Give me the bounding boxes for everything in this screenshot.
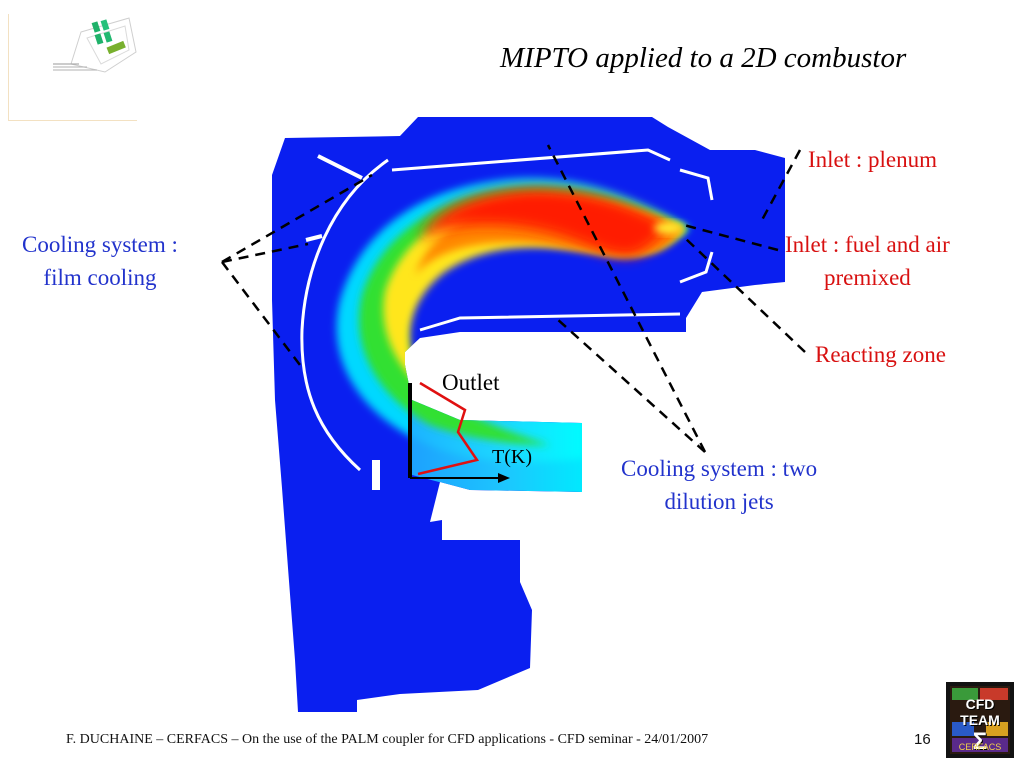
reacting-zone-core (420, 188, 670, 257)
label-film-cooling-line1: Cooling system : (22, 232, 178, 257)
label-dilution-jets: Cooling system : two dilution jets (621, 452, 817, 518)
cfd-team-logo: CFD TEAM Σ CERFACS (946, 682, 1014, 758)
label-inlet-fuel-air-line1: Inlet : fuel and air (785, 232, 950, 257)
label-inlet-fuel-air: Inlet : fuel and air premixed (785, 228, 950, 294)
label-reacting-zone: Reacting zone (815, 342, 946, 367)
thumbnail-frame (8, 14, 137, 121)
label-outlet: Outlet (442, 370, 500, 395)
temperature-profile-line (417, 381, 480, 476)
leader-dilution-upper (546, 144, 707, 453)
plenum-top-wall (679, 168, 714, 201)
leader-film-cooling-low (221, 261, 301, 366)
leader-reacting-zone (684, 237, 806, 353)
film-cooling-wall (300, 158, 389, 472)
label-inlet-plenum: Inlet : plenum (808, 147, 938, 172)
combustor-thumbnail-image (53, 17, 137, 73)
logo-graphic (950, 686, 1010, 754)
slot-left-top (317, 154, 363, 180)
slide-title: MIPTO applied to a 2D combustor (500, 42, 907, 74)
logo-sigma: Σ (972, 728, 988, 755)
leader-inlet-plenum (760, 149, 802, 221)
page-number: 16 (914, 731, 931, 748)
flame-anchor (654, 222, 682, 234)
label-inlet-fuel-air-line2: premixed (823, 265, 911, 290)
plenum-bottom-wall (679, 251, 714, 284)
temperature-axis-arrowhead (498, 473, 510, 483)
slot-left-mid (305, 234, 323, 242)
leader-film-cooling-top (221, 173, 373, 264)
label-film-cooling-line2: film cooling (43, 265, 157, 290)
logo-title: CFD TEAM Σ (948, 696, 1012, 756)
label-film-cooling: Cooling system : film cooling (22, 228, 178, 294)
logo-subtext: CERFACS (958, 742, 1002, 752)
footer-text: F. DUCHAINE – CERFACS – On the use of th… (66, 732, 709, 747)
lower-slot (372, 460, 380, 490)
dilution-wall (419, 312, 681, 332)
label-dilution-jets-line2: dilution jets (664, 489, 774, 514)
label-temperature-axis: T(K) (492, 446, 532, 468)
inner-liner-wall (391, 148, 671, 172)
label-dilution-jets-line1: Cooling system : two (621, 456, 818, 481)
leader-film-cooling-mid (221, 242, 309, 264)
logo-title-line1: CFD TEAM (960, 696, 1000, 728)
